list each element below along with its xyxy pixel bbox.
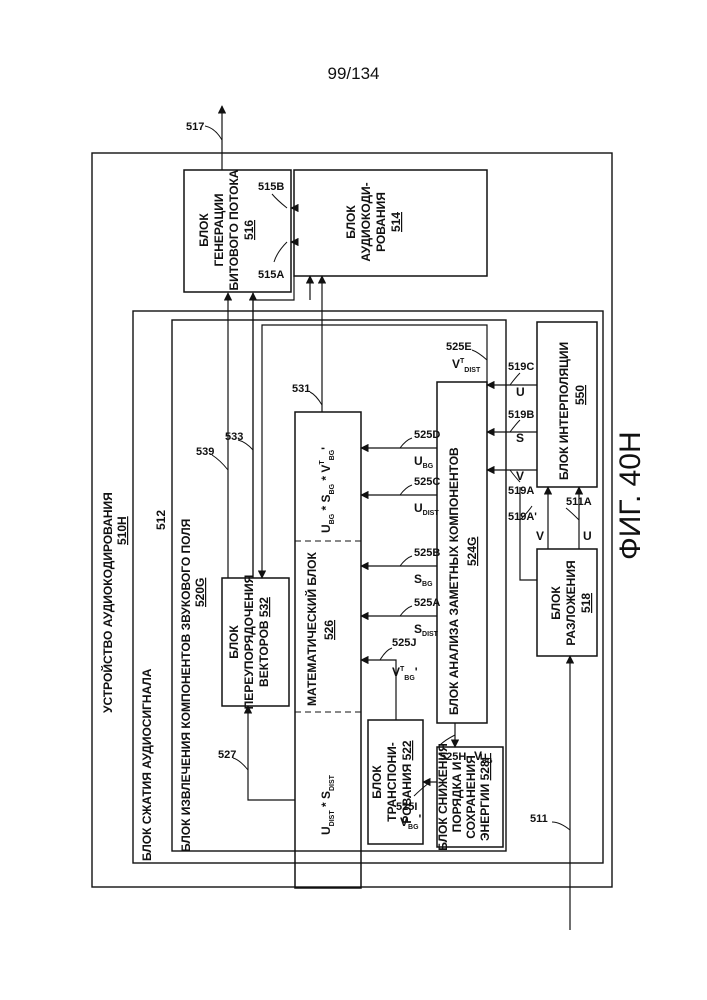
label-519a: 519A (508, 485, 534, 497)
label-511: 511 (530, 813, 548, 825)
interpolation-label: БЛОК ИНТЕРПОЛЯЦИИ (557, 342, 571, 480)
transpose-line1: БЛОК (370, 765, 384, 799)
sym-511a: U (583, 529, 592, 543)
label-525c: 525C (414, 476, 440, 488)
sym-519b: S (516, 431, 524, 445)
sym-525e: VTDIST (452, 357, 481, 374)
leader-519c (510, 373, 520, 385)
leader-525b (400, 556, 412, 566)
arrow-527 (248, 706, 295, 800)
reduction-line2: ПОРЯДКА И (450, 762, 464, 833)
label-515b: 515B (258, 181, 284, 193)
device-ref: 510H (115, 516, 129, 545)
audiocoding-ref: 514 (389, 212, 403, 232)
label-519a-prime: 519A' (508, 511, 537, 523)
sym-519a: V (516, 469, 524, 483)
leader-531 (310, 392, 322, 405)
sym-525d: UBG (414, 454, 434, 470)
interpolation-ref: 550 (573, 385, 587, 405)
leader-525c (400, 485, 412, 495)
analysis-block (437, 382, 487, 723)
bitstream-line2: ГЕНЕРАЦИИ (212, 193, 226, 266)
leader-515b (272, 194, 287, 208)
label-517: 517 (186, 121, 204, 133)
label-533: 533 (225, 431, 243, 443)
analysis-label: БЛОК АНАЛИЗА ЗАМЕТНЫХ КОМПОНЕНТОВ (447, 447, 461, 715)
label-525e: 525E (446, 341, 472, 353)
leader-525a (400, 606, 412, 616)
compression-ref: 512 (154, 510, 168, 530)
audiocoding-line2: АУДИОКОДИ- (359, 182, 373, 261)
reorder-line1: БЛОК (227, 625, 241, 659)
decomposition-line2: РАЗЛОЖЕНИЯ (564, 560, 578, 645)
math-label: МАТЕМАТИЧЕСКИЙ БЛОК (304, 551, 319, 706)
audiocoding-line3: РОВАНИЯ (374, 192, 388, 252)
audiocoding-line1: БЛОК (344, 205, 358, 239)
leader-525d (400, 438, 412, 448)
leader-525j (380, 648, 392, 660)
label-515a: 515A (258, 269, 284, 281)
label-525h: 525H (440, 751, 466, 763)
extraction-label: БЛОК ИЗВЛЕЧЕНИЯ КОМПОНЕНТОВ ЗВУКОВОГО ПО… (179, 519, 193, 852)
bitstream-line3: БИТОВОГО ПОТОКА (227, 169, 241, 290)
math-ref: 526 (322, 620, 336, 640)
svg-text:UDIST * SDIST: UDIST * SDIST (319, 774, 336, 835)
label-525b: 525B (414, 547, 440, 559)
figure-label: ФИГ. 40H (614, 431, 647, 560)
label-531: 531 (292, 383, 310, 395)
line-519a-prime (520, 487, 537, 580)
reorder-line3: ВЕКТОРОВ 532 (257, 597, 271, 687)
sym-525b: SBG (414, 572, 433, 588)
leader-525i (414, 782, 430, 796)
label-539: 539 (196, 446, 214, 458)
reorder-line2: ПЕРЕУПОРЯДОЧЕНИЯ (242, 575, 256, 710)
leader-525e (472, 350, 487, 360)
sym-519a-prime: V (536, 529, 544, 543)
extraction-ref: 520G (193, 578, 207, 607)
label-527: 527 (218, 749, 236, 761)
leader-539 (212, 455, 228, 470)
leader-511a (566, 508, 579, 520)
reduction-line4: ЭНЕРГИИ 528F (478, 753, 492, 841)
label-525d: 525D (414, 429, 440, 441)
math-expression-top: UBG * SBG * VTBG' (319, 447, 336, 533)
math-expression-bottom: UDIST * SDIST (319, 774, 336, 835)
label-525a: 525A (414, 597, 440, 609)
label-511a: 511A (566, 496, 592, 508)
leader-517 (205, 126, 222, 140)
decomposition-ref: 518 (579, 593, 593, 613)
bitstream-ref: 516 (242, 220, 256, 240)
label-519b: 519B (508, 409, 534, 421)
decomposition-line1: БЛОК (549, 586, 563, 620)
sym-525a: SDIST (414, 622, 439, 638)
reduction-line3: СОХРАНЕНИЯ (464, 755, 478, 838)
analysis-ref: 524G (465, 537, 479, 566)
device-label: УСТРОЙСТВО АУДИОКОДИРОВАНИЯ (100, 492, 115, 713)
compression-label: БЛОК СЖАТИЯ АУДИОСИГНАЛА (140, 668, 154, 861)
sym-519c: U (516, 385, 525, 399)
label-525i: 525I (396, 801, 417, 813)
label-525j: 525J (392, 637, 416, 649)
svg-text:UBG * SBG * VTBG': UBG * SBG * VTBG' (319, 447, 336, 533)
leader-511 (552, 822, 570, 830)
sym-525c: UDIST (414, 501, 439, 517)
bitstream-line1: БЛОК (197, 213, 211, 247)
label-519c: 519C (508, 361, 534, 373)
arrow-525j (361, 660, 396, 720)
leader-515a (274, 242, 287, 262)
